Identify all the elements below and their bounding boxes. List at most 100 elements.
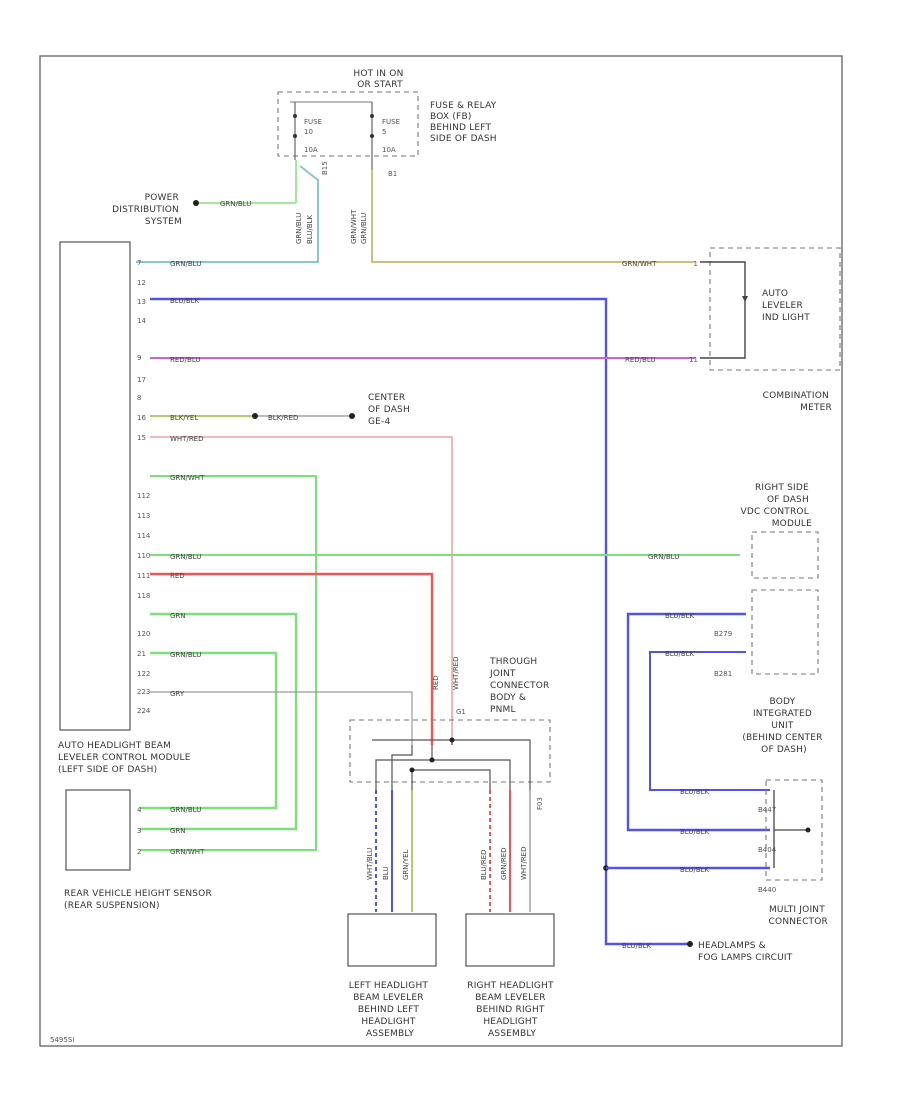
wire-label-power: GRN/BLU	[220, 200, 251, 208]
module-pin: 111	[137, 572, 150, 580]
wire-grn-wht-tan	[371, 170, 695, 263]
body-integrated-box	[751, 589, 819, 675]
wire-label-fuse10-b: BLU/BLK	[306, 214, 314, 244]
wire-grn-sensor	[140, 612, 298, 831]
wire-label-body-1: BLU/BLK	[665, 612, 695, 620]
module-pin: 223	[137, 688, 150, 696]
combination-meter-box	[709, 247, 841, 371]
left-leveler-label: LEFT HEADLIGHT BEAM LEVELER BEHIND LEFT …	[349, 981, 431, 1039]
wire-label-headlamps: BLU/BLK	[622, 942, 652, 950]
wire-blu-blk-body-1	[626, 612, 770, 832]
combination-meter-label: COMBINATION METER	[763, 391, 832, 413]
center-dash-label: CENTER OF DASH GE-4	[368, 393, 413, 427]
joint-splice-1	[429, 757, 435, 763]
module-pin: 21	[137, 650, 146, 658]
through-joint-label: THROUGH JOINT CONNECTOR BODY & PNML	[489, 657, 553, 715]
module-pin: 14	[137, 317, 146, 325]
wire-wht-red	[150, 436, 453, 745]
wire-label-grn-blu-2: GRN/BLU	[170, 651, 201, 659]
joint-gry-path	[391, 745, 413, 790]
diagram-frame	[39, 55, 843, 1047]
rear-sensor-box	[65, 789, 131, 871]
multi-joint-node	[805, 827, 811, 833]
wire-label-red-blu: RED/BLU	[170, 356, 201, 364]
fuse-10-node-b	[293, 134, 297, 138]
meter-indicator-circuit	[700, 261, 746, 359]
module-pin: 8	[137, 394, 141, 402]
module-pin: 113	[137, 512, 150, 520]
joint-gry-path-b	[411, 769, 491, 790]
right-leveler-box	[465, 913, 555, 967]
wire-label-left-3: GRN/YEL	[402, 849, 410, 880]
module-pin: 17	[137, 376, 146, 384]
left-leveler-box	[347, 913, 437, 967]
wire-label-wht-red-v: WHT/RED	[452, 657, 460, 691]
hot-in-on-label: HOT IN ON OR START	[353, 69, 406, 90]
power-distribution-label: POWER DISTRIBUTION SYSTEM	[112, 193, 182, 227]
module-pin: 114	[137, 532, 151, 540]
wire-red	[150, 572, 434, 745]
multi-joint-label: MULTI JOINT CONNECTOR	[769, 905, 828, 927]
wire-label-multi-1: BLU/BLK	[680, 788, 710, 796]
module-pin: 16	[137, 414, 146, 422]
module-pin: 15	[137, 434, 146, 442]
wire-label-multi-2: BLU/BLK	[680, 828, 710, 836]
diagram-code: 5495SI	[50, 1036, 74, 1044]
module-pin: 112	[137, 492, 150, 500]
multi-pin: B447	[758, 806, 776, 814]
wire-label-fuse5-a: GRN/WHT	[350, 209, 358, 244]
rear-sensor-label: REAR VEHICLE HEIGHT SENSOR (REAR SUSPENS…	[64, 889, 215, 911]
headlamps-connector	[687, 941, 693, 947]
wire-label-fuse5-b: GRN/BLU	[360, 213, 368, 244]
wire-label-multi-3: BLU/BLK	[680, 866, 710, 874]
module-pin: 122	[137, 670, 150, 678]
wire-label-red-blu-meter: RED/BLU	[625, 356, 656, 364]
wire-label-gry: GRY	[170, 690, 185, 698]
module-pin: 9	[137, 354, 141, 362]
module-pin: 7	[137, 259, 141, 267]
through-joint-pin: G1	[456, 708, 466, 716]
auto-headlight-module-label: AUTO HEADLIGHT BEAM LEVELER CONTROL MODU…	[58, 741, 194, 775]
multi-pin: B440	[758, 886, 776, 894]
wire-label-blk-yel: BLK/YEL	[170, 414, 198, 422]
ground-connector-a	[252, 413, 258, 419]
wire-blu-blk-body-2	[649, 651, 770, 791]
wire-label-sensor-grn-blu: GRN/BLU	[170, 806, 201, 814]
indicator-light-icon	[742, 296, 748, 302]
module-pin: 110	[137, 552, 150, 560]
fuse-5-node-b	[370, 134, 374, 138]
fuse-5-label: FUSE 5 10A	[382, 118, 402, 154]
wire-label-fuse10-a: GRN/BLU	[295, 213, 303, 244]
sensor-pin: 3	[137, 827, 141, 835]
wire-grn-blu-sensor	[140, 651, 278, 810]
wire-grn-wht-sensor	[140, 475, 317, 851]
module-pin: 118	[137, 592, 150, 600]
wire-label-right-1: BLU/RED	[480, 849, 488, 880]
fuse-relay-label: FUSE & RELAY BOX (FB) BEHIND LEFT SIDE O…	[430, 101, 499, 144]
joint-splice-2	[449, 737, 455, 743]
wire-gry	[150, 691, 413, 745]
module-pin: 224	[137, 707, 151, 715]
vdc-label: RIGHT SIDE OF DASH VDC CONTROL MODULE	[741, 483, 813, 529]
wire-label-right-2: GRN/RED	[500, 847, 508, 880]
wire-label-right-3: WHT/RED	[520, 847, 528, 881]
wire-label-blk-red: BLK/RED	[268, 414, 298, 422]
joint-red-path-b	[432, 759, 511, 790]
multi-joint-box	[765, 779, 823, 881]
wire-label-sensor-3: GRN/WHT	[170, 848, 205, 856]
module-pin: 12	[137, 279, 146, 287]
wire-label-wht-red: WHT/RED	[170, 435, 204, 443]
multi-joint-bus	[773, 790, 808, 868]
fuse-out-pin-2: B1	[388, 170, 397, 178]
wire-label-grn-blu-vdc-r: GRN/BLU	[648, 553, 679, 561]
multi-pin: B404	[758, 846, 777, 854]
wire-label-pin7: GRN/BLU	[170, 260, 201, 268]
wire-label-grn-blu-vdc: GRN/BLU	[170, 553, 201, 561]
body-pin-1: B279	[714, 630, 732, 638]
fuse-relay-box	[277, 91, 419, 157]
wire-grn-blu-teal	[136, 165, 319, 263]
sensor-pin: 2	[137, 848, 141, 856]
wire-label-meter-1: GRN/WHT	[622, 260, 657, 268]
wire-label-red: RED	[170, 572, 185, 580]
